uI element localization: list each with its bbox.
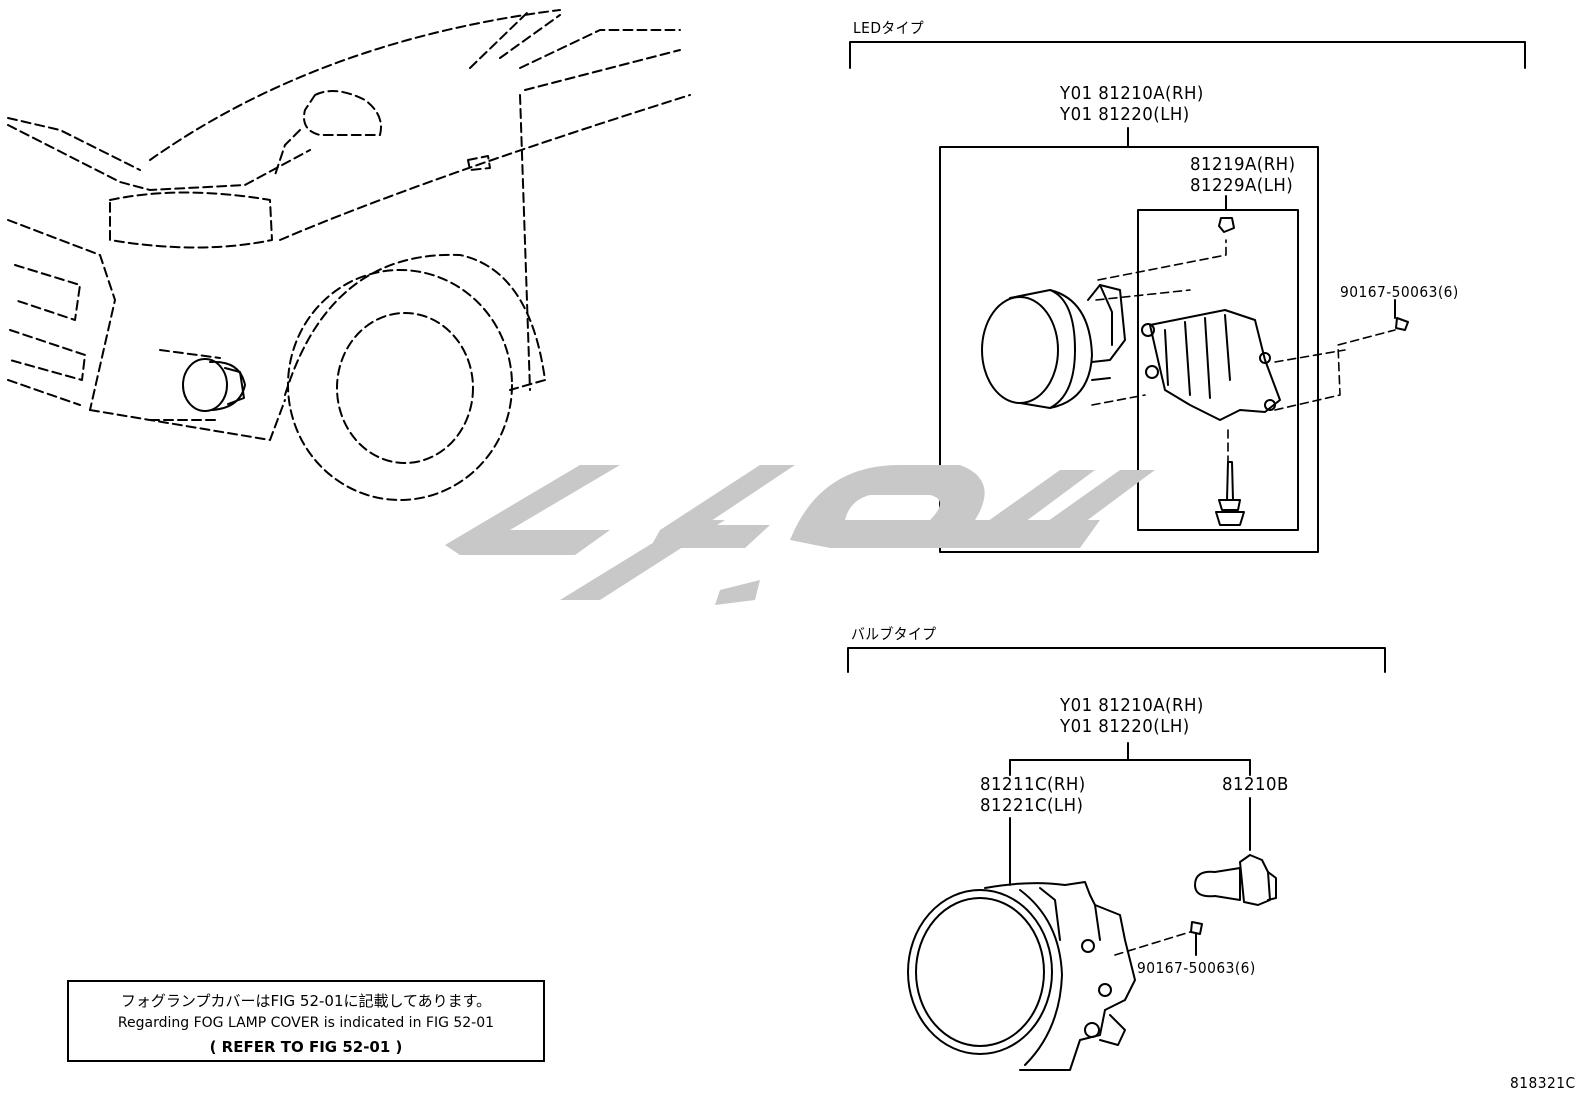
bulb-assembly-rh-label: Y01 81210A(RH) xyxy=(1060,695,1204,716)
led-bracket-rh-label: 81219A(RH) xyxy=(1190,154,1296,175)
figure-id: 818321C xyxy=(1510,1074,1576,1092)
led-lamp-drawing xyxy=(981,284,1126,409)
bulb-fog-lamp-drawing xyxy=(907,881,1136,1071)
led-type-header: LEDタイプ xyxy=(853,19,925,37)
led-screw-label: 90167-50063(6) xyxy=(1340,283,1459,301)
led-bracket-line xyxy=(849,41,1526,69)
note-japanese: フォグランプカバーはFIG 52-01に記載してあります。 xyxy=(120,992,492,1010)
led-bracket-lh-label: 81229A(LH) xyxy=(1190,175,1294,196)
bulb-tree-lines xyxy=(1009,742,1251,886)
led-bracket-drawing xyxy=(1141,309,1281,421)
led-clip-drawing xyxy=(1218,217,1235,233)
car-front-illustration xyxy=(7,9,691,501)
note-reference: ( REFER TO FIG 52-01 ) xyxy=(209,1038,403,1056)
led-assembly-rh-label: Y01 81210A(RH) xyxy=(1060,83,1204,104)
bulb-bracket-line xyxy=(847,647,1386,673)
bulb-drawing xyxy=(1194,854,1277,906)
bulb-lamp-lh-label: 81221C(LH) xyxy=(980,795,1084,816)
note-english: Regarding FOG LAMP COVER is indicated in… xyxy=(117,1015,495,1031)
watermark-logo xyxy=(445,465,1155,605)
led-bracket-box xyxy=(1137,209,1299,531)
led-assembly-lh-label: Y01 81220(LH) xyxy=(1060,104,1190,125)
led-assembly-box xyxy=(939,146,1319,553)
bulb-part-label: 81210B xyxy=(1222,774,1289,795)
bulb-type-header: バルブタイプ xyxy=(851,625,937,643)
led-screw-drawing xyxy=(1394,299,1409,331)
bulb-assembly-lh-label: Y01 81220(LH) xyxy=(1060,716,1190,737)
bulb-lamp-rh-label: 81211C(RH) xyxy=(980,774,1086,795)
reference-note-box: フォグランプカバーはFIG 52-01に記載してあります。 Regarding … xyxy=(67,980,545,1062)
bulb-screw-label: 90167-50063(6) xyxy=(1137,959,1256,977)
car-fog-lamp xyxy=(182,358,246,412)
bulb-screw-drawing xyxy=(1114,921,1203,956)
led-connector-drawing xyxy=(1215,461,1245,526)
